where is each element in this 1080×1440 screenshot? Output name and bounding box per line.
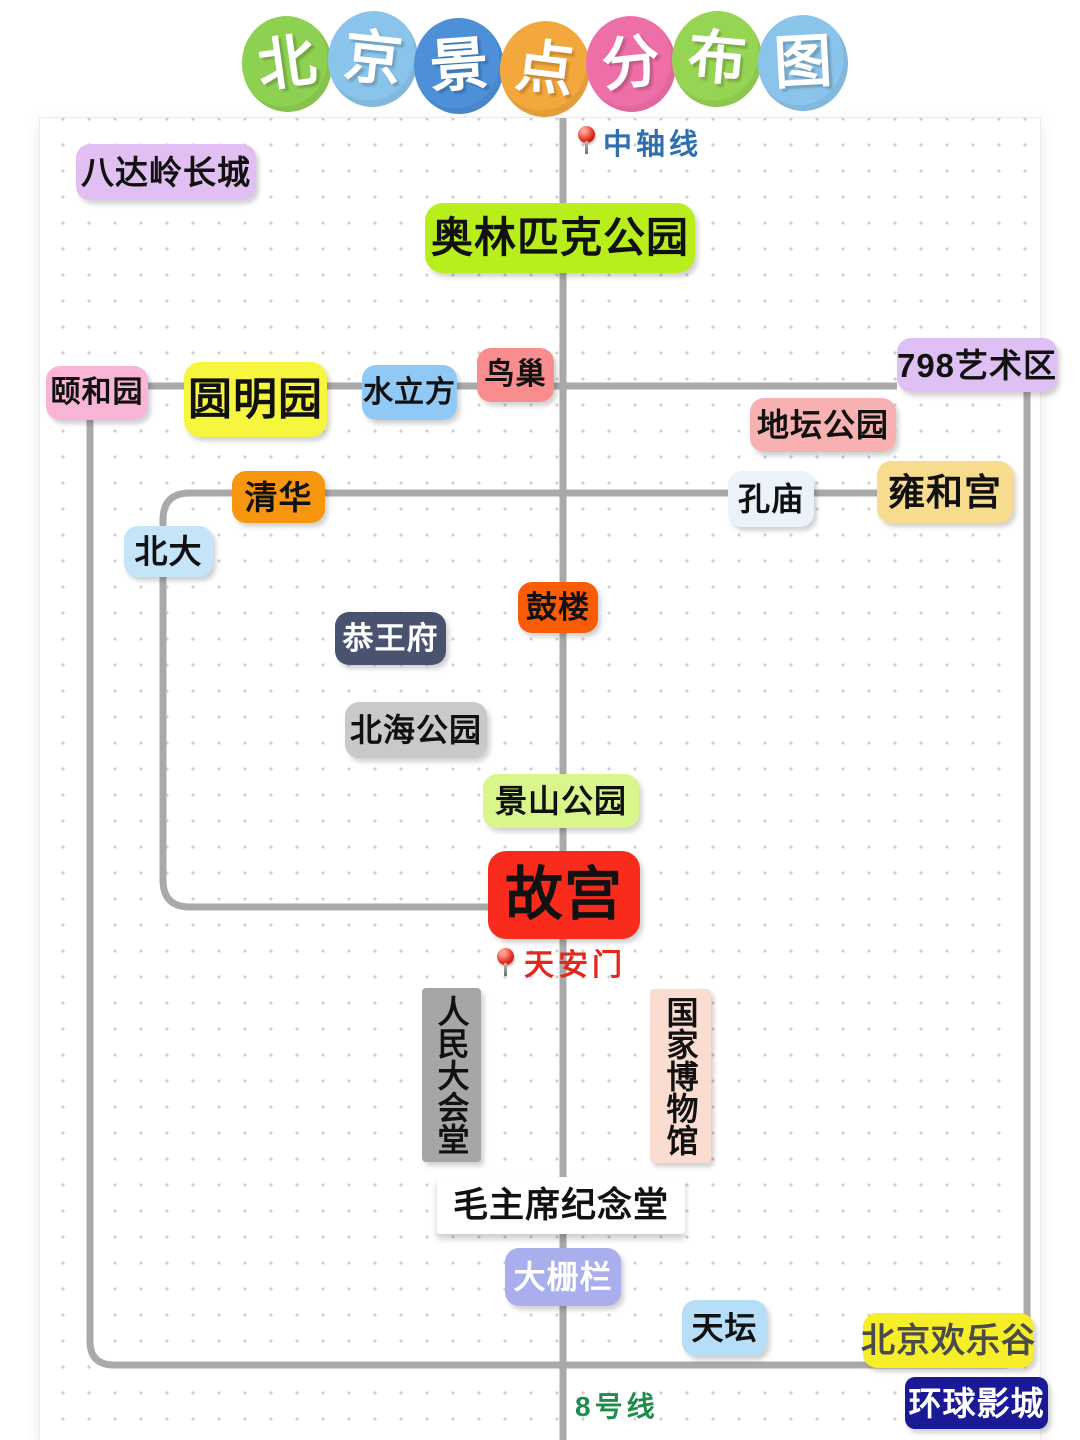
attraction-mao-memorial-hall: 毛主席纪念堂: [437, 1177, 685, 1234]
attraction-lama-temple: 雍和宫: [877, 461, 1013, 523]
attraction-drum-tower: 鼓楼: [518, 582, 598, 633]
attraction-peking-university: 北大: [124, 526, 213, 577]
attraction-ditan-park: 地坛公园: [750, 398, 896, 452]
attraction-yuanmingyuan: 圆明园: [184, 362, 327, 437]
attraction-798-art-zone: 798艺术区: [897, 338, 1057, 392]
attraction-dashilan: 大栅栏: [505, 1248, 621, 1306]
attraction-olympic-park: 奥林匹克公园: [425, 203, 695, 273]
inner-road-line: [159, 489, 880, 911]
attraction-water-cube: 水立方: [362, 365, 457, 420]
attraction-summer-palace: 颐和园: [46, 366, 148, 420]
attraction-birds-nest: 鸟巢: [477, 348, 554, 402]
line8-label: 8号线: [575, 1391, 659, 1422]
attraction-beihai-park: 北海公园: [345, 702, 487, 758]
tiananmen-label: 天安门: [524, 949, 626, 982]
attraction-happy-valley: 北京欢乐谷: [861, 1313, 1035, 1368]
attraction-confucius-temple: 孔庙: [728, 471, 814, 527]
attraction-temple-of-heaven: 天坛: [682, 1300, 767, 1356]
central-axis-pin-icon: [578, 126, 595, 154]
attraction-forbidden-city: 故宫: [488, 851, 640, 939]
attraction-jingshan-park: 景山公园: [483, 774, 639, 828]
attraction-universal-studios: 环球影城: [905, 1377, 1048, 1429]
attraction-tsinghua: 清华: [232, 471, 325, 523]
attraction-great-hall-of-the-people: 人民大会堂: [422, 988, 481, 1162]
central-axis-label: 中轴线: [603, 129, 703, 161]
tiananmen-pin-icon: [497, 948, 514, 976]
attraction-prince-gong-mansion: 恭王府: [335, 612, 446, 665]
attraction-national-museum: 国家博物馆: [650, 989, 711, 1163]
attraction-badaling: 八达岭长城: [76, 144, 256, 200]
